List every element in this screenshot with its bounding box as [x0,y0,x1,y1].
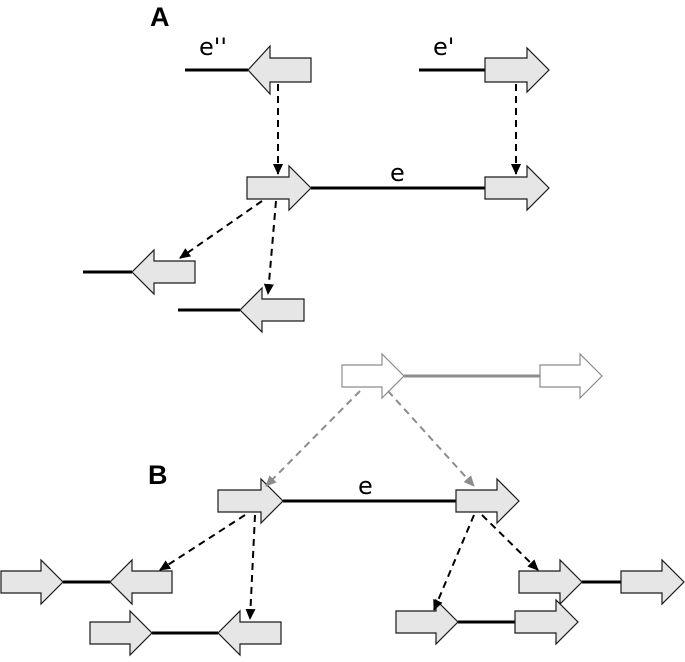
dashed-arrow-b-gray-1 [265,390,361,487]
gene-pair-e-left-arrow [246,164,312,212]
gene-pair-b-right-1-right-arrow [620,558,685,606]
faded-gene-pair-right-arrow [539,352,603,400]
gene-pair-b-left-1-left-arrow [109,558,173,606]
gene-a-lower-1 [83,248,196,296]
gene-pair-b-right-2-right-arrow [514,598,579,646]
faded-gene-pair-left-arrow [341,352,405,400]
dashed-arrow-b-2 [245,514,256,620]
gene-pair-b-right-1-left-arrow [518,558,583,606]
gene-pair-b-left-2 [89,609,282,657]
gene-pair-e-b: e [217,472,520,525]
gene-e-prime-arrow [484,46,550,94]
gene-a-lower-1-arrow [131,248,196,296]
edge-label-e-prime: e' [433,33,454,61]
dashed-arrow-b-3 [433,514,475,611]
dashed-arrow-b-4 [481,514,539,571]
gene-a-lower-2-arrow [239,286,305,334]
faded-gene-pair [341,352,603,400]
panel-b-label: B [148,460,168,490]
gene-pair-b-left-2-right-arrow [89,609,153,657]
gene-pair-b-right-2 [395,598,579,646]
gene-pair-e-b-right-arrow [455,477,520,525]
gene-pair-b-right-2-left-arrow [395,598,459,646]
gene-pair-b-right-1 [518,558,685,606]
gene-pair-e: e [246,159,550,212]
gene-pair-e-b-left-arrow [217,477,284,525]
gene-e-prime: e' [419,33,550,94]
panel-b-gray-dashed-arrows [265,390,475,487]
dashed-arrow-a-4 [263,200,277,295]
gene-pair-b-left-2-left-arrow [217,609,282,657]
dashed-arrow-a-3 [179,200,263,259]
gene-pair-e-right-arrow [484,164,550,212]
panel-b-dashed-arrows [159,514,539,620]
panel-a-dashed-arrows [179,84,521,295]
gene-e-double-prime: e'' [185,33,312,96]
edge-label-e-a: e [390,159,405,187]
gene-pair-b-left-1 [0,558,173,606]
dashed-arrow-b-gray-2 [387,390,475,487]
dashed-arrow-b-1 [159,514,246,571]
edge-label-e-b: e [358,472,373,500]
gene-e-double-prime-arrow [247,44,312,96]
edge-label-e-double-prime: e'' [199,33,227,61]
gene-a-lower-2 [178,286,305,334]
gene-pair-b-left-1-right-arrow [0,558,64,606]
panel-a-label: A [150,2,170,32]
panel-b: B e [0,352,685,657]
panel-a: A e'' e' e [83,2,550,334]
